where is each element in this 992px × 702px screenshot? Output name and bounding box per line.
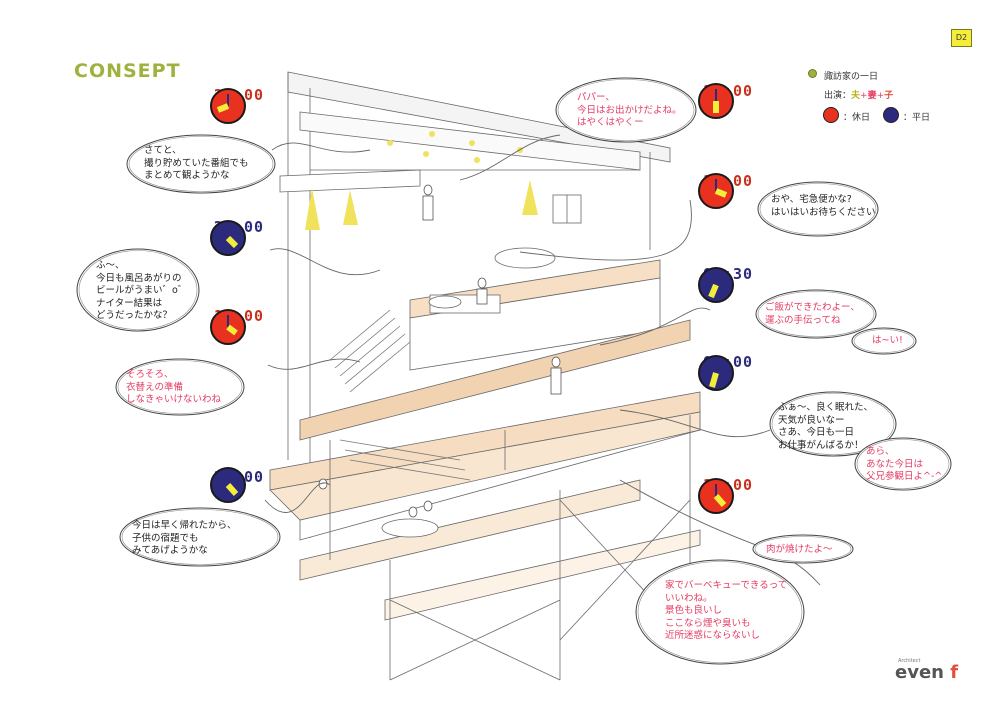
legend-cast-plus: + <box>860 91 868 101</box>
weekday-dot-icon <box>883 107 899 123</box>
reply-bubble-outline <box>856 439 950 489</box>
reply-bubble-text: あら、 あなた今日は 父兄参観日よ^-^ <box>866 446 943 482</box>
legend-cast-husband: 夫 <box>851 91 861 101</box>
hour-hand <box>216 103 230 113</box>
weekday-clock-icon <box>698 355 734 391</box>
speech-bubble-text: パパー、 今日はお出かけだよね。 はやくはやくー <box>577 92 682 128</box>
legend-holiday-label: ：休日 <box>843 113 871 123</box>
legend-cast-plus: + <box>876 91 885 101</box>
speech-bubble <box>126 134 276 194</box>
speech-bubble <box>555 77 697 143</box>
holiday-dot-icon <box>823 107 839 123</box>
hour-hand <box>713 494 727 507</box>
legend-cast-child: 子 <box>884 91 894 101</box>
reply-bubble-text: 家でバーベキューできるって いいわね。 景色も良いし ここなら煙や臭いも 近所迷… <box>665 580 788 641</box>
speech-bubble-outline <box>771 393 895 455</box>
legend-title: 諏訪家の一日 <box>824 72 879 82</box>
clock-hands-icon <box>225 473 239 496</box>
speech-bubble-outline <box>117 360 243 414</box>
speech-bubble-text: ふぁ～、良く眠れた、 天気が良いなー さあ、今日も一日 お仕事がんばるか！ <box>778 402 874 451</box>
holiday-clock-icon <box>698 83 734 119</box>
page-number: D2 <box>951 29 972 47</box>
logo-main: even <box>895 662 944 683</box>
speech-bubble-text: さてと、 撮り貯めていた番組でも まとめて観ようかな <box>144 145 249 181</box>
speech-bubble <box>119 507 281 567</box>
speech-bubble-outline <box>754 536 852 562</box>
speech-bubble-outline <box>557 79 695 141</box>
legend: 諏訪家の一日 出演：夫+妻+子 ：休日 ：平日 <box>808 64 978 124</box>
speech-bubble-text: 今日は早く帰れたから、 子供の宿題でも みてあげようかな <box>132 520 237 556</box>
hour-hand <box>225 483 239 496</box>
legend-weekday-label: ：平日 <box>903 113 931 123</box>
reply-bubble <box>854 437 952 491</box>
reply-bubble-outline <box>853 329 915 353</box>
holiday-clock-icon <box>210 88 246 124</box>
hour-hand <box>225 235 239 249</box>
legend-cast: 出演：夫+妻+子 <box>824 88 893 101</box>
clock-hands-icon <box>226 315 238 336</box>
clock-hands-icon <box>713 89 719 113</box>
clock-hands-icon <box>216 94 230 113</box>
speech-bubble-outline <box>757 291 875 337</box>
holiday-clock-icon <box>698 478 734 514</box>
speech-bubble <box>769 391 897 457</box>
speech-bubble-outline <box>759 183 877 235</box>
clock-hands-icon <box>714 179 728 198</box>
clock-hands-icon <box>713 484 727 507</box>
reply-bubble-text: は~い! <box>872 335 903 346</box>
legend-cast-wife: 妻 <box>867 91 877 101</box>
hour-hand <box>714 188 728 198</box>
speech-bubble-text: ご飯ができたわよー、 運ぶの手伝ってね <box>765 302 860 326</box>
speech-bubble-outline <box>128 136 274 192</box>
speech-bubble-text: おや、宅急便かな? はいはいお待ちください <box>771 194 876 218</box>
logo-small-text: Architect <box>898 658 921 664</box>
hour-hand <box>226 324 238 336</box>
reply-bubble <box>635 559 805 665</box>
legend-title-dot-icon <box>808 69 817 78</box>
clock-hands-icon <box>709 361 719 388</box>
brand-logo: even f <box>895 662 958 683</box>
reply-bubble <box>851 327 917 355</box>
legend-cast-label: 出演： <box>824 91 852 101</box>
hour-hand <box>708 283 719 299</box>
logo-suffix: f <box>950 662 959 683</box>
speech-bubble-outline <box>78 250 198 330</box>
speech-bubble-text: そろそろ、 衣替えの準備 しなきゃいけないわね <box>126 369 222 405</box>
speech-bubble <box>757 181 879 237</box>
speech-bubble-text: ふ～、 今日も風呂あがりの ビールがうまい゛o゛ ナイター結果は どうだったかな… <box>96 260 188 321</box>
speech-bubble-text: 肉が焼けたよ～ <box>766 544 833 555</box>
page-title: CONSEPT <box>74 60 181 82</box>
weekday-clock-icon <box>698 267 734 303</box>
speech-bubble <box>76 248 200 332</box>
hour-hand <box>709 372 719 388</box>
speech-bubble-outline <box>121 509 279 565</box>
holiday-clock-icon <box>698 173 734 209</box>
clock-hands-icon <box>225 226 239 249</box>
clock-hands-icon <box>708 273 719 299</box>
speech-bubble <box>115 358 245 416</box>
speech-bubble <box>752 534 854 564</box>
reply-bubble-outline <box>637 561 803 663</box>
weekday-clock-icon <box>210 220 246 256</box>
weekday-clock-icon <box>210 467 246 503</box>
holiday-clock-icon <box>210 309 246 345</box>
speech-bubble <box>755 289 877 339</box>
